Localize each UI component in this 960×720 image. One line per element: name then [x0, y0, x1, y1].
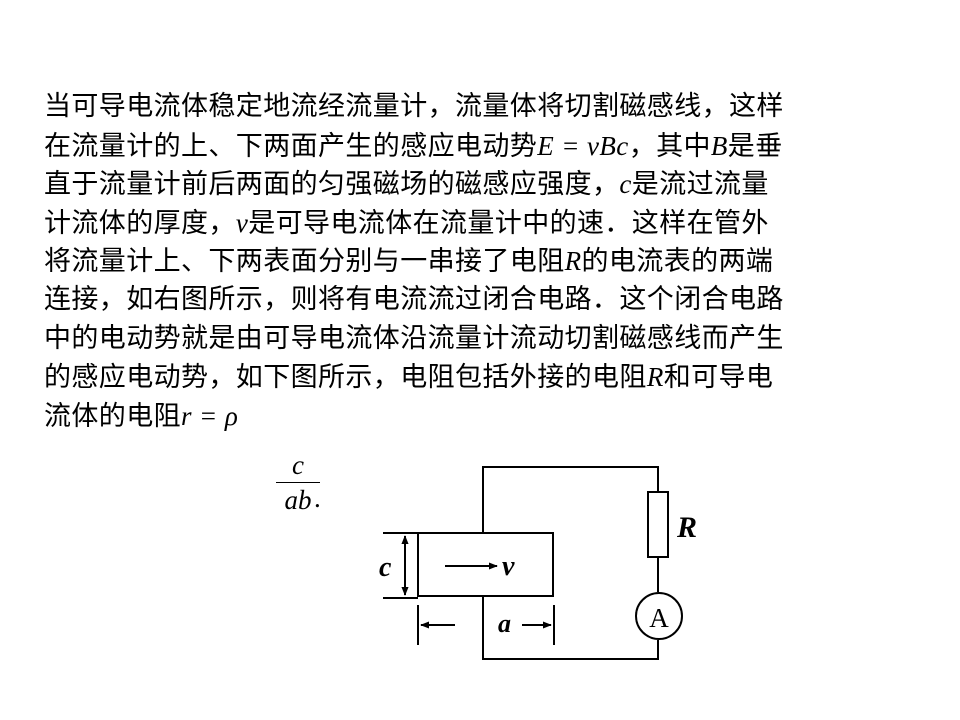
symbol-R: R	[646, 362, 664, 393]
problem-text: 当可导电流体稳定地流经流量计，流量体将切割磁感线，这样 在流量计的上、下两面产生…	[44, 88, 924, 435]
text-segment: 的电流表的两端	[581, 246, 774, 278]
symbol-c: c	[619, 169, 632, 200]
circuit-wire-top	[482, 466, 659, 533]
text-segment: 将流量计上、下两表面分别与一串接了电阻	[44, 246, 565, 278]
text-segment: 直于流量计前后两面的匀强磁场的磁感应强度，	[44, 169, 620, 201]
resistance-formula: r = ρ	[181, 400, 239, 431]
fraction-numerator: c	[292, 450, 304, 480]
text-segment: 是垂	[727, 130, 783, 162]
text-segment: 流体的电阻	[44, 400, 181, 432]
label-v: v	[502, 551, 515, 582]
symbol-v: v	[235, 207, 249, 238]
text-segment: 是可导电流体在流量计中的速．这样在管外	[248, 207, 769, 239]
ammeter	[635, 592, 683, 640]
text-segment: ，其中	[628, 130, 711, 162]
label-a: a	[498, 609, 511, 638]
label-c: c	[379, 552, 392, 583]
text-line-5: 将流量计上、下两表面分别与一串接了电阻R的电流表的两端	[44, 242, 924, 281]
circuit-wire-bottom	[482, 596, 659, 660]
fraction-bar	[276, 482, 320, 483]
label-R: R	[676, 511, 697, 544]
text-segment: 和可导电	[663, 362, 774, 394]
text-line-4: 计流体的厚度，v是可导电流体在流量计中的速．这样在管外	[44, 204, 924, 243]
symbol-B: B	[710, 130, 728, 161]
ammeter-label: A	[649, 603, 669, 633]
text-segment: 计流体的厚度，	[44, 207, 236, 239]
fraction-period: .	[314, 483, 321, 513]
text-line-2: 在流量计的上、下两面产生的感应电动势E = vBc，其中B是垂	[44, 127, 924, 166]
text-segment: 是流过流量	[631, 169, 769, 201]
text-line-1: 当可导电流体稳定地流经流量计，流量体将切割磁感线，这样	[44, 91, 784, 122]
text-line-3: 直于流量计前后两面的匀强磁场的磁感应强度，c是流过流量	[44, 165, 924, 204]
resistance-fraction: c ab .	[276, 450, 321, 515]
text-line-7: 中的电动势就是由可导电流体沿流量计流动切割磁感线而产生	[44, 322, 784, 354]
symbol-R: R	[564, 246, 582, 277]
text-line-6: 连接，如右图所示，则将有电流流过闭合电路．这个闭合电路	[44, 283, 784, 315]
emf-formula: E = vBc	[537, 130, 629, 161]
fraction-denominator: ab	[284, 485, 312, 515]
resistor	[647, 491, 669, 558]
text-segment: 在流量计的上、下两面产生的感应电动势	[44, 130, 538, 162]
flowmeter-box	[417, 532, 554, 597]
text-line-9: 流体的电阻r = ρ	[44, 397, 924, 436]
text-line-8: 的感应电动势，如下图所示，电阻包括外接的电阻R和可导电	[44, 358, 924, 397]
text-segment: 的感应电动势，如下图所示，电阻包括外接的电阻	[44, 362, 647, 394]
